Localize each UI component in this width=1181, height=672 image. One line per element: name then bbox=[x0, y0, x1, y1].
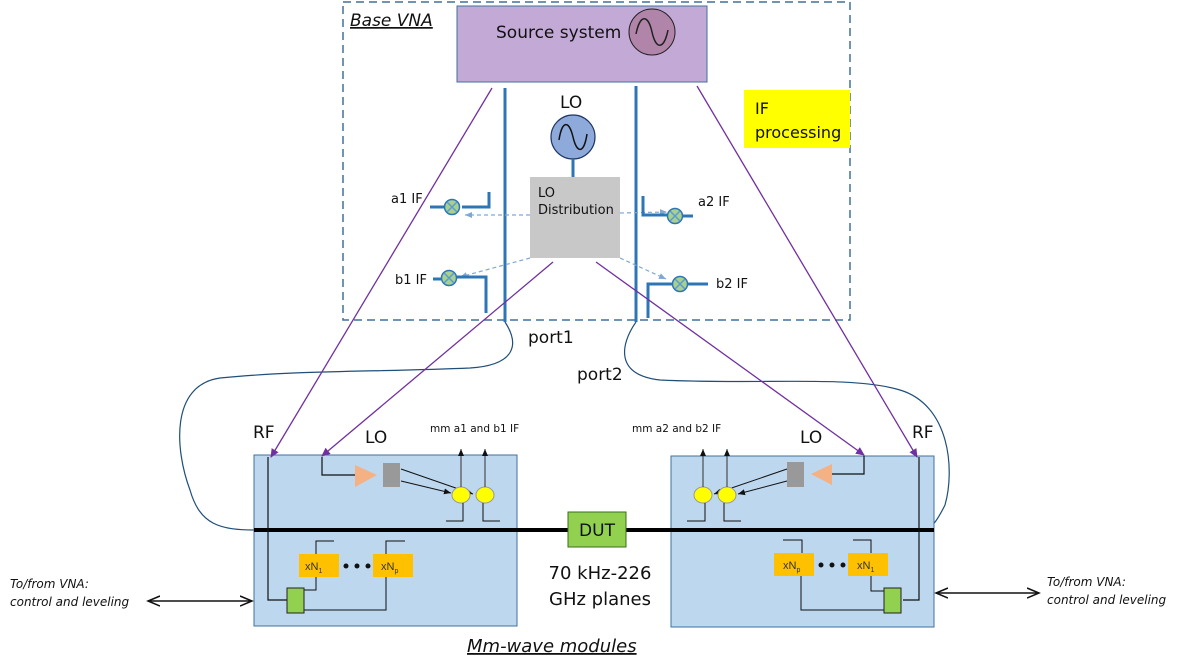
svg-text:a1 IF: a1 IF bbox=[391, 192, 423, 207]
svg-text:xN1: xN1 bbox=[305, 561, 322, 575]
svg-text:LO: LO bbox=[800, 428, 822, 448]
lo-oscillator-icon bbox=[550, 114, 596, 160]
if-processing-block: IF processing bbox=[744, 90, 850, 148]
left-control-label-1: To/from VNA: bbox=[10, 577, 89, 591]
mixer-a2: a2 IF bbox=[641, 195, 730, 225]
source-system-block: Source system bbox=[456, 5, 708, 83]
source-oscillator-icon bbox=[628, 8, 676, 56]
lo-label: LO bbox=[560, 93, 582, 113]
lo-distribution-block: LO Distribution bbox=[530, 177, 620, 258]
svg-text:processing: processing bbox=[755, 123, 841, 142]
modules-title: Mm-wave modules bbox=[467, 636, 637, 657]
svg-text:b2 IF: b2 IF bbox=[716, 277, 748, 292]
left-control-label-2: control and leveling bbox=[10, 595, 130, 609]
left-amplifier-icon bbox=[355, 465, 377, 487]
right-control-label-1: To/from VNA: bbox=[1047, 575, 1126, 589]
svg-text:mm a2 and b2 IF: mm a2 and b2 IF bbox=[632, 423, 721, 435]
base-vna-boundary bbox=[342, 1, 851, 321]
mixer-b1: b1 IF bbox=[395, 269, 488, 313]
svg-text:mm a1 and b1 IF: mm a1 and b1 IF bbox=[430, 423, 519, 435]
svg-text:a2 IF: a2 IF bbox=[698, 195, 730, 210]
mixer-b2: b2 IF bbox=[646, 275, 748, 318]
left-mm-mixer-1 bbox=[451, 486, 471, 504]
svg-text:RF: RF bbox=[912, 423, 934, 443]
svg-text:LO: LO bbox=[538, 186, 555, 201]
svg-text:b1 IF: b1 IF bbox=[395, 273, 427, 288]
left-module-internals: RF LO mm a1 and b1 IF xN1 xNp bbox=[253, 423, 519, 614]
right-module-internals: RF LO mm a2 and b2 IF xNp xN1 bbox=[632, 423, 934, 614]
left-splitter-icon bbox=[383, 463, 400, 487]
svg-text:Source system: Source system bbox=[496, 23, 621, 43]
rf-lo-feed-arrows bbox=[270, 85, 918, 458]
svg-text:DUT: DUT bbox=[579, 521, 616, 541]
svg-text:IF: IF bbox=[755, 99, 769, 118]
svg-text:Distribution: Distribution bbox=[538, 203, 614, 218]
port2-label: port2 bbox=[577, 365, 623, 385]
dut-planes-line2: GHz planes bbox=[549, 589, 651, 610]
dut-block: DUT bbox=[567, 511, 627, 548]
svg-text:xNp: xNp bbox=[783, 560, 800, 574]
svg-text:RF: RF bbox=[253, 423, 275, 443]
left-mm-mixer-2 bbox=[475, 486, 495, 504]
left-leveling-box bbox=[286, 587, 305, 614]
mixer-a1: a1 IF bbox=[391, 192, 491, 216]
svg-text:LO: LO bbox=[365, 428, 387, 448]
port1-cable bbox=[179, 321, 514, 531]
right-mm-mixer-2 bbox=[717, 486, 737, 504]
dut-planes-line1: 70 kHz-226 bbox=[549, 563, 652, 584]
svg-text:xNp: xNp bbox=[381, 561, 398, 575]
right-splitter-icon bbox=[787, 462, 804, 487]
right-control-label-2: control and leveling bbox=[1047, 593, 1167, 607]
port2-cable bbox=[624, 321, 950, 531]
port1-label: port1 bbox=[528, 328, 574, 348]
svg-text:xN1: xN1 bbox=[857, 560, 874, 574]
base-vna-title: Base VNA bbox=[350, 11, 433, 31]
right-amplifier-icon bbox=[811, 464, 832, 485]
right-leveling-box bbox=[883, 587, 902, 614]
right-mm-mixer-1 bbox=[693, 486, 713, 504]
